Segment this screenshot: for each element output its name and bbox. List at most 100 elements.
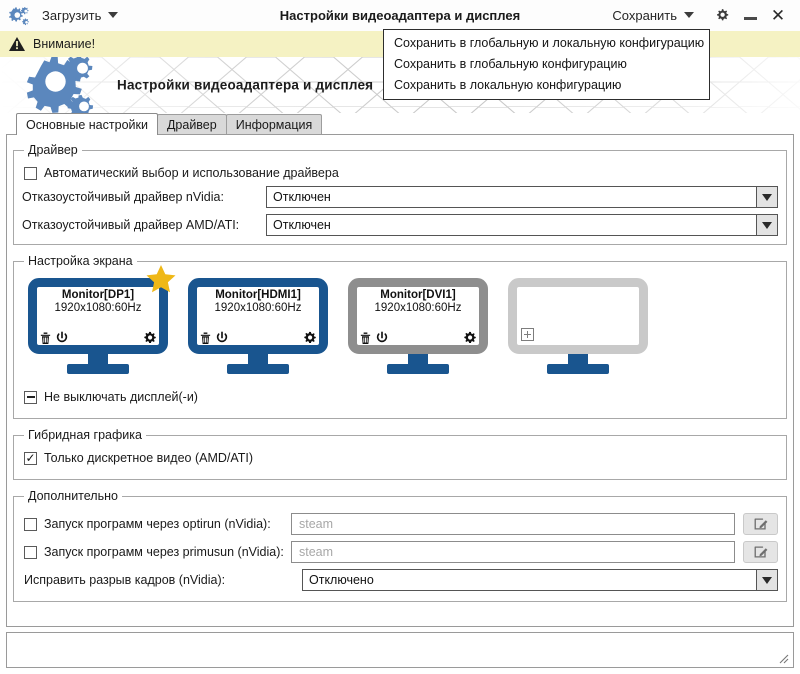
app-gears-icon [0, 6, 34, 26]
warning-text: Внимание! [33, 37, 96, 51]
monitor-screen[interactable]: Monitor[DVI1] 1920x1080:60Hz [348, 278, 488, 354]
driver-group: Драйвер Автоматический выбор и использов… [13, 143, 787, 245]
monitor-neck [88, 354, 108, 364]
menu-item-save-global[interactable]: Сохранить в глобальную конфигурацию [394, 57, 627, 71]
monitor-screen[interactable]: Monitor[HDMI1] 1920x1080:60Hz [188, 278, 328, 354]
warning-triangle-icon [9, 37, 25, 51]
amd-fallback-value: Отключен [273, 218, 331, 232]
chevron-down-icon[interactable] [756, 215, 777, 235]
monitor-name: Monitor[DP1] [61, 289, 135, 301]
tearfree-row: Исправить разрыв кадров (nVidia): Отключ… [22, 569, 778, 591]
save-menu-button[interactable]: Сохранить [604, 6, 702, 26]
primusun-row: Запуск программ через primusun (nVidia):… [22, 541, 778, 563]
monitor-resolution: 1920x1080:60Hz [374, 302, 462, 314]
monitor-neck [568, 354, 588, 364]
chevron-down-icon [684, 12, 694, 18]
tearfree-select[interactable]: Отключено [302, 569, 778, 591]
titlebar-right-controls: Сохранить ✕ [604, 3, 800, 29]
tab-main-settings[interactable]: Основные настройки [16, 113, 158, 135]
dont-turn-off-display-label: Не выключать дисплей(-и) [44, 390, 198, 404]
monitor-base [387, 364, 449, 374]
hybrid-graphics-group: Гибридная графика ✓ Только дискретное ви… [13, 428, 787, 480]
primusun-edit-button[interactable] [743, 541, 778, 563]
monitor-actions [357, 330, 479, 345]
minimize-button[interactable] [736, 3, 764, 29]
nvidia-fallback-label: Отказоустойчивый драйвер nVidia: [22, 190, 224, 204]
chevron-down-icon[interactable] [756, 570, 777, 590]
hybrid-graphics-legend: Гибридная графика [28, 428, 142, 442]
close-icon: ✕ [770, 6, 786, 25]
nvidia-fallback-select[interactable]: Отключен [266, 186, 778, 208]
power-icon[interactable] [55, 331, 69, 345]
gear-icon[interactable] [463, 331, 477, 345]
monitor-base [67, 364, 129, 374]
tab-information[interactable]: Информация [225, 114, 323, 135]
plus-icon[interactable] [521, 328, 534, 341]
monitor-card-dvi1[interactable]: Monitor[DVI1] 1920x1080:60Hz [348, 278, 488, 374]
load-menu-button[interactable]: Загрузить [34, 6, 126, 26]
gear-icon[interactable] [143, 331, 157, 345]
chevron-down-icon[interactable] [756, 187, 777, 207]
driver-group-legend: Драйвер [28, 143, 78, 157]
tab-content-main-settings: Драйвер Автоматический выбор и использов… [6, 134, 794, 627]
optirun-checkbox[interactable] [24, 517, 37, 531]
amd-fallback-label: Отказоустойчивый драйвер AMD/ATI: [22, 218, 240, 232]
monitor-neck [248, 354, 268, 364]
trash-icon[interactable] [359, 331, 372, 345]
auto-driver-checkbox[interactable] [24, 166, 37, 180]
monitor-card-empty-slot[interactable] [508, 278, 648, 374]
dont-turn-off-display-checkbox[interactable] [24, 390, 37, 404]
settings-button[interactable] [708, 3, 736, 29]
gear-icon [716, 9, 728, 21]
tab-driver[interactable]: Драйвер [156, 114, 227, 135]
power-icon[interactable] [215, 331, 229, 345]
monitor-screen[interactable]: Monitor[DP1] 1920x1080:60Hz [28, 278, 168, 354]
monitor-resolution: 1920x1080:60Hz [54, 302, 142, 314]
minimize-icon [743, 17, 757, 20]
nvidia-fallback-value: Отключен [273, 190, 331, 204]
menu-item-save-global-and-local[interactable]: Сохранить в глобальную и локальную конфи… [394, 36, 705, 50]
gear-icon[interactable] [303, 331, 317, 345]
save-dropdown-menu: Сохранить в глобальную и локальную конфи… [383, 29, 710, 100]
amd-fallback-row: Отказоустойчивый драйвер AMD/ATI: Отключ… [22, 214, 778, 236]
trash-icon[interactable] [39, 331, 52, 345]
discrete-only-label: Только дискретное видео (AMD/ATI) [44, 451, 254, 465]
optirun-input[interactable]: steam [291, 513, 735, 535]
monitor-name: Monitor[HDMI1] [215, 289, 301, 301]
primusun-checkbox[interactable] [24, 545, 37, 559]
extra-group-legend: Дополнительно [28, 489, 118, 503]
monitor-card-dp1[interactable]: Monitor[DP1] 1920x1080:60Hz [28, 265, 176, 374]
menu-item-save-local[interactable]: Сохранить в локальную конфигурацию [394, 78, 622, 92]
edit-icon [754, 546, 767, 558]
discrete-only-row[interactable]: ✓ Только дискретное видео (AMD/ATI) [24, 451, 778, 465]
primusun-input[interactable]: steam [291, 541, 735, 563]
tab-strip: Основные настройки Драйвер Информация [0, 113, 800, 135]
discrete-only-checkbox[interactable]: ✓ [24, 450, 37, 465]
power-icon[interactable] [375, 331, 389, 345]
monitor-base [547, 364, 609, 374]
trash-icon[interactable] [199, 331, 212, 345]
monitor-name: Monitor[DVI1] [380, 289, 456, 301]
monitor-screen[interactable] [508, 278, 648, 354]
optirun-edit-button[interactable] [743, 513, 778, 535]
nvidia-fallback-row: Отказоустойчивый драйвер nVidia: Отключе… [22, 186, 778, 208]
optirun-row: Запуск программ через optirun (nVidia): … [22, 513, 778, 535]
tearfree-label: Исправить разрыв кадров (nVidia): [24, 573, 226, 587]
resize-grip-icon[interactable] [777, 652, 790, 665]
chevron-down-icon [108, 12, 119, 18]
tab-information-label: Информация [235, 118, 313, 132]
monitor-card-hdmi1[interactable]: Monitor[HDMI1] 1920x1080:60Hz [188, 278, 328, 374]
primary-monitor-star-icon[interactable] [145, 264, 177, 295]
title-bar: Загрузить Настройки видеоадаптера и дисп… [0, 0, 800, 31]
auto-driver-checkbox-row[interactable]: Автоматический выбор и использование дра… [24, 166, 778, 180]
tearfree-value: Отключено [309, 573, 374, 587]
close-button[interactable]: ✕ [764, 3, 792, 29]
monitor-base [227, 364, 289, 374]
monitor-actions [197, 330, 319, 345]
optirun-label: Запуск программ через optirun (nVidia): [44, 517, 271, 531]
primusun-label: Запуск программ через primusun (nVidia): [44, 545, 284, 559]
monitor-actions [37, 330, 159, 345]
amd-fallback-select[interactable]: Отключен [266, 214, 778, 236]
dont-turn-off-display-row[interactable]: Не выключать дисплей(-и) [24, 390, 778, 404]
